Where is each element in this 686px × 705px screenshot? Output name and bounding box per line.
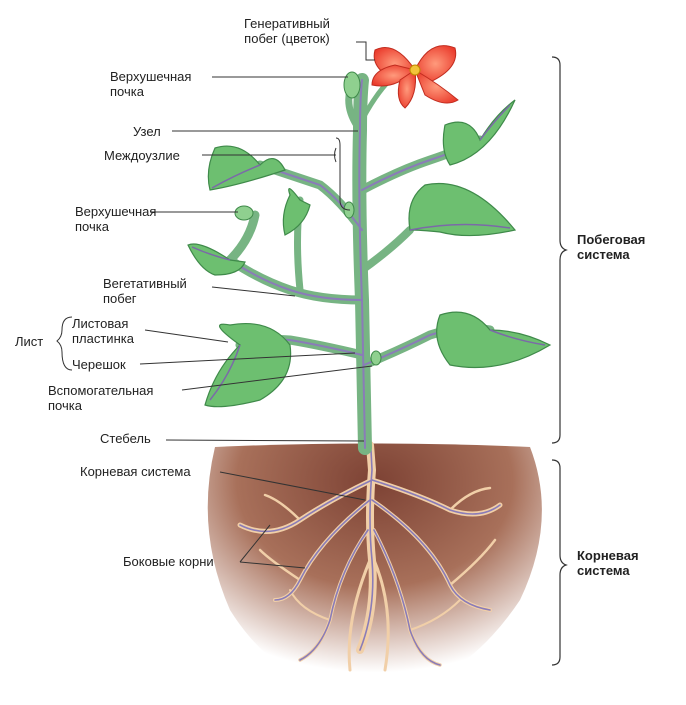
axillary-bud bbox=[371, 351, 381, 365]
stem-label: Стебель bbox=[100, 431, 151, 446]
axillary-bud-line1: Вспомогательная bbox=[48, 383, 153, 398]
flower-center bbox=[410, 65, 420, 75]
internode-label: Междоузлие bbox=[104, 148, 180, 163]
shoot-system-brace bbox=[552, 57, 566, 443]
apical-bud-top bbox=[344, 72, 360, 98]
apical-bud-top-line1: Верхушечная bbox=[110, 69, 191, 84]
generative-shoot-label: Генеративный побег (цветок) bbox=[244, 16, 330, 46]
leaf-blade-label: Листовая пластинка bbox=[72, 316, 134, 346]
node-label: Узел bbox=[133, 124, 161, 139]
generative-shoot-line2: побег (цветок) bbox=[244, 31, 330, 46]
flower bbox=[372, 46, 458, 108]
leaf-label: Лист bbox=[15, 334, 43, 349]
vegetative-shoot-line1: Вегетативный bbox=[103, 276, 187, 291]
apical-bud-top-label: Верхушечная почка bbox=[110, 69, 191, 99]
leaf-blade-line1: Листовая bbox=[72, 316, 134, 331]
braces bbox=[552, 57, 566, 665]
root-system-brace-line1: Корневая bbox=[577, 548, 639, 563]
root-system-brace-label: Корневая система bbox=[577, 548, 639, 578]
apical-bud-mid-label: Верхушечная почка bbox=[75, 204, 156, 234]
apical-bud-mid-line1: Верхушечная bbox=[75, 204, 156, 219]
apical-bud-top-line2: почка bbox=[110, 84, 191, 99]
root-system-label: Корневая система bbox=[80, 464, 191, 479]
axillary-bud-label: Вспомогательная почка bbox=[48, 383, 153, 413]
shoot-system-label: Побеговая система bbox=[577, 232, 645, 262]
generative-shoot-line1: Генеративный bbox=[244, 16, 330, 31]
leaf-right-top bbox=[443, 100, 515, 165]
vegetative-shoot-label: Вегетативный побег bbox=[103, 276, 187, 306]
leaf-right-bottom bbox=[437, 312, 550, 367]
axillary-bud-line2: почка bbox=[48, 398, 153, 413]
leaf-blade-line2: пластинка bbox=[72, 331, 134, 346]
apical-bud-mid bbox=[235, 206, 253, 220]
root-system-brace bbox=[552, 460, 566, 665]
root-system-brace-line2: система bbox=[577, 563, 639, 578]
shoot-system-line1: Побеговая bbox=[577, 232, 645, 247]
shoot-system-line2: система bbox=[577, 247, 645, 262]
vegetative-shoot-line2: побег bbox=[103, 291, 187, 306]
leaf-left-bottom bbox=[205, 324, 291, 407]
lateral-roots-label: Боковые корни bbox=[123, 554, 214, 569]
apical-bud-mid-line2: почка bbox=[75, 219, 156, 234]
petiole-label: Черешок bbox=[72, 357, 126, 372]
